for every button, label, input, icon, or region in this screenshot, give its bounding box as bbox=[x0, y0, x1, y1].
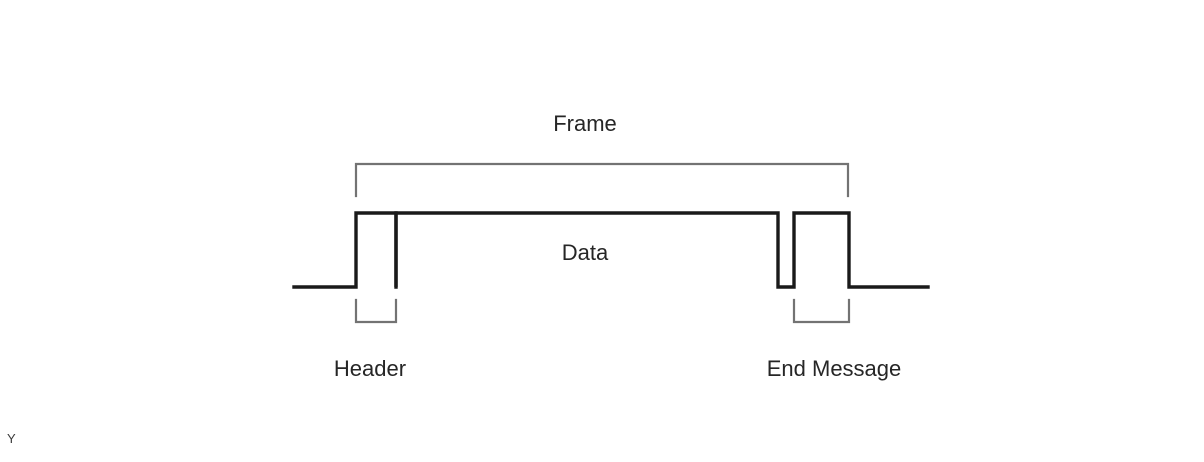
header-bracket-path bbox=[354, 298, 398, 324]
end-message-bracket bbox=[792, 298, 851, 324]
header-label: Header bbox=[333, 356, 407, 381]
signal-waveform bbox=[292, 211, 930, 289]
waveform-path bbox=[292, 211, 930, 289]
end-message-bracket-path bbox=[792, 298, 851, 324]
data-label: Data bbox=[561, 240, 609, 265]
corner-mark-y: Y bbox=[7, 431, 16, 446]
frame-bracket-path bbox=[354, 162, 850, 198]
frame-bracket bbox=[354, 162, 850, 198]
header-bracket bbox=[354, 298, 398, 324]
end-message-label: End Message bbox=[766, 356, 902, 381]
frame-label: Frame bbox=[553, 111, 617, 136]
